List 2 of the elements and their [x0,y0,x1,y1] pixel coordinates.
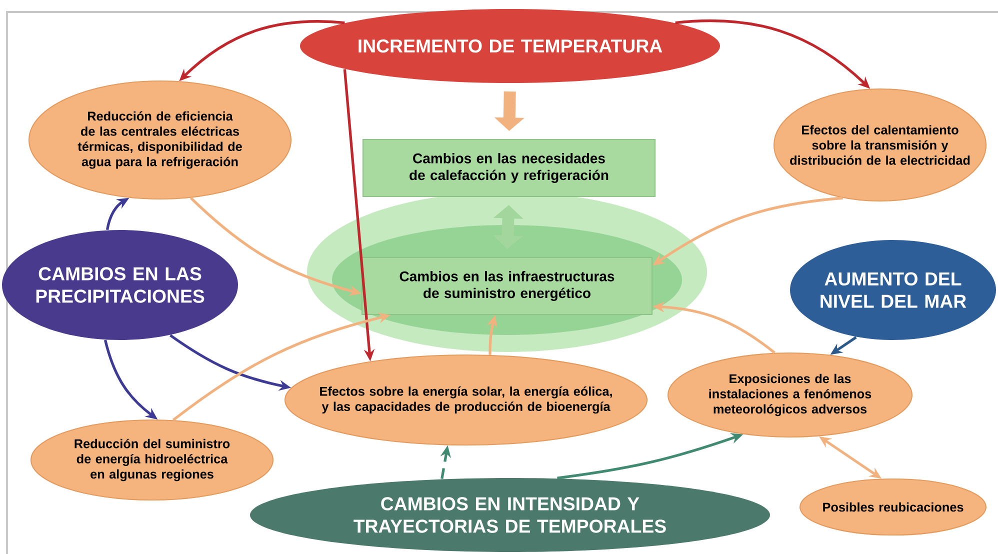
impact-box: Cambios en las infraestructuras de suministro energético [361,256,653,316]
impact-box: Cambios en las necesidades de calefacción y refrigeración [362,138,656,198]
